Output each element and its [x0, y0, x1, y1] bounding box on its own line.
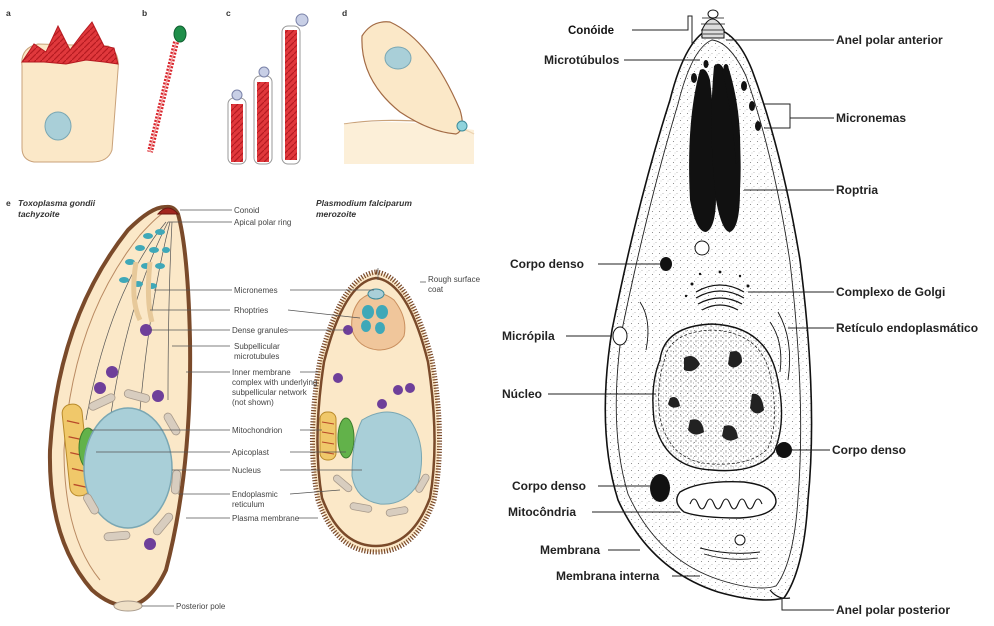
label-subpellicular: Subpellicular: [234, 342, 280, 351]
panel-letter-d: d: [342, 8, 347, 18]
label-nucleus: Nucleus: [232, 466, 261, 475]
label-nucleo: Núcleo: [502, 387, 542, 401]
title-plasmodium-line2: merozoite: [316, 209, 356, 219]
label-coat: coat: [428, 285, 444, 294]
label-inner-membrane: Inner membrane: [232, 368, 291, 377]
label-not-shown: (not shown): [232, 398, 274, 407]
label-dense-granules: Dense granules: [232, 326, 288, 335]
label-rough-surface: Rough surface: [428, 275, 481, 284]
label-mitochondrion: Mitochondrion: [232, 426, 282, 435]
label-complexo-golgi: Complexo de Golgi: [836, 285, 945, 299]
panel-letter-e: e: [6, 198, 11, 208]
label-anel-polar-posterior: Anel polar posterior: [836, 603, 950, 617]
label-posterior-pole: Posterior pole: [176, 602, 226, 611]
label-apicoplast: Apicoplast: [232, 448, 270, 457]
panel-d-invasion: [344, 22, 474, 164]
label-endoplasmic: Endoplasmic: [232, 490, 278, 499]
title-toxoplasma-line2: tachyzoite: [18, 209, 60, 219]
panel-letter-a: a: [6, 8, 11, 18]
label-plasma-membrane: Plasma membrane: [232, 514, 300, 523]
title-toxoplasma-line1: Toxoplasma gondii: [18, 198, 96, 208]
label-reticulum: reticulum: [232, 500, 265, 509]
label-corpo-denso-upper: Corpo denso: [510, 257, 584, 271]
label-reticulo-endoplasmatico: Retículo endoplasmático: [836, 321, 978, 335]
label-micronemas: Micronemas: [836, 111, 906, 125]
panel-c-tubes: [228, 14, 308, 164]
label-micronemes: Micronemes: [234, 286, 278, 295]
label-subpellicular-network: subpellicular network: [232, 388, 308, 397]
title-plasmodium-line1: Plasmodium falciparum: [316, 198, 412, 208]
label-membrana: Membrana: [540, 543, 600, 557]
plasmodium-merozoite: [312, 272, 439, 552]
label-mitocondria: Mitocôndria: [508, 505, 576, 519]
label-rhoptries: Rhoptries: [234, 306, 268, 315]
label-corpo-denso-right: Corpo denso: [832, 443, 906, 457]
label-membrana-interna: Membrana interna: [556, 569, 660, 583]
label-microtubulos: Microtúbulos: [544, 53, 620, 67]
label-imc-underlying: complex with underlying: [232, 378, 317, 387]
label-conoid: Conoid: [234, 206, 259, 215]
label-anel-polar-anterior: Anel polar anterior: [836, 33, 943, 47]
label-microtubules: microtubules: [234, 352, 279, 361]
label-roptria: Roptria: [836, 183, 878, 197]
panel-letter-c: c: [226, 8, 231, 18]
label-apical-polar-ring: Apical polar ring: [234, 218, 291, 227]
label-conoide: Conóide: [568, 25, 614, 37]
label-micropila: Micrópila: [502, 329, 555, 343]
panel-b-filament: [150, 26, 186, 152]
toxoplasma-tachyzoite: [50, 207, 190, 611]
label-corpo-denso-lower: Corpo denso: [512, 479, 586, 493]
panel-letter-b: b: [142, 8, 147, 18]
panel-a-cell: [22, 22, 118, 162]
